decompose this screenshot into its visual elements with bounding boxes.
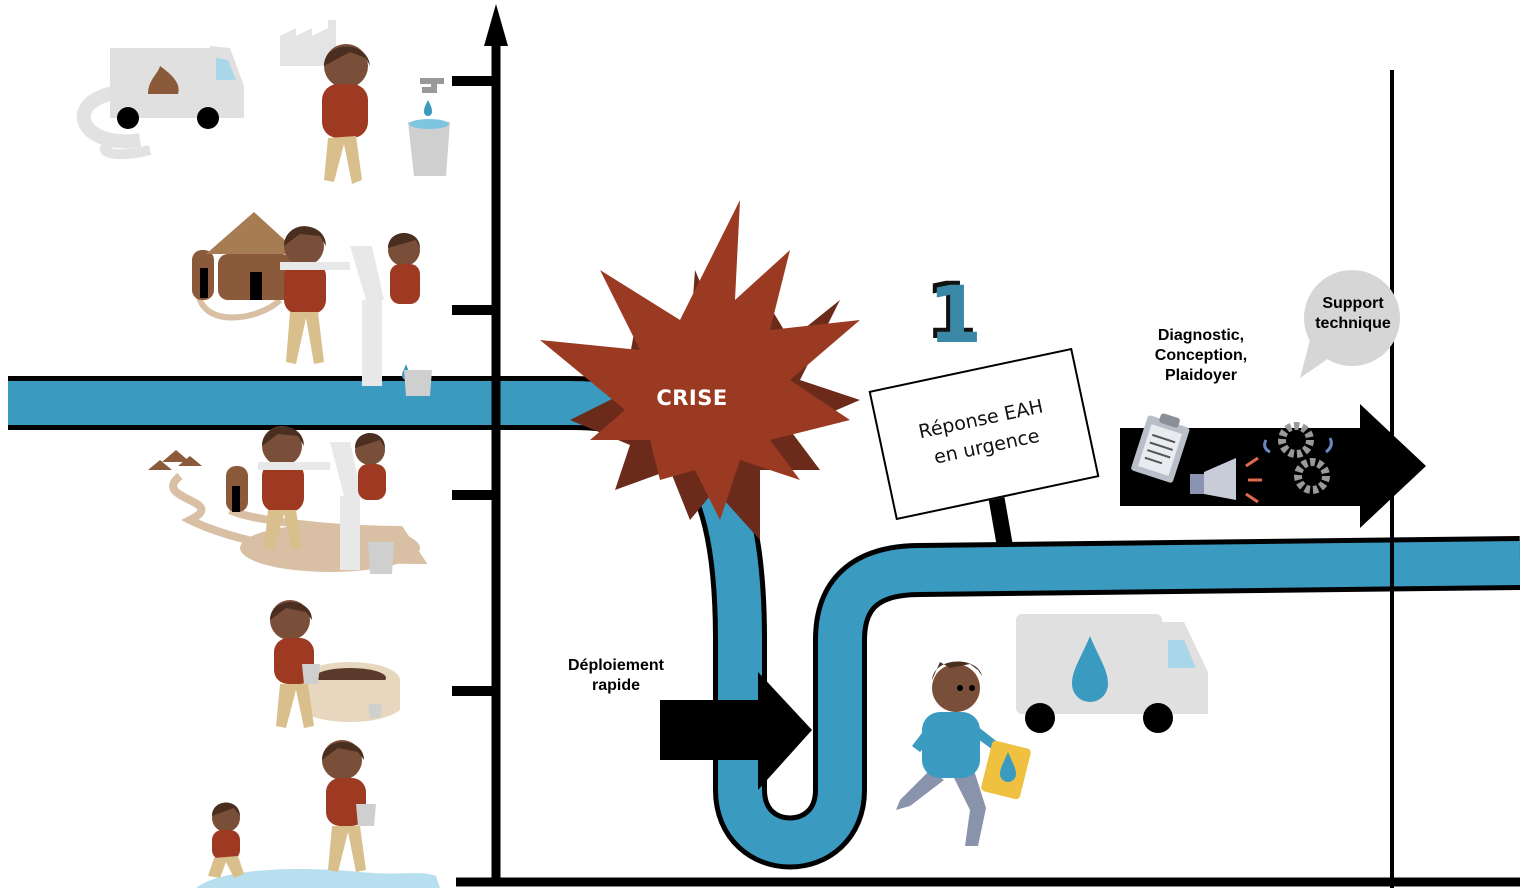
- diagnostic-label: Diagnostic, Conception, Plaidoyer: [1136, 326, 1266, 386]
- surface-water-icon: [196, 740, 440, 888]
- axis-tick: [452, 305, 496, 315]
- deployment-label: Déploiement rapide: [548, 656, 684, 696]
- crise-label: CRISE: [656, 386, 728, 410]
- step-number: 1: [928, 271, 983, 361]
- diagnostic-line-1: Diagnostic,: [1157, 327, 1245, 344]
- axis-tick: [452, 686, 496, 696]
- household-latrine-and-handpump-icon: [192, 212, 432, 396]
- open-well-icon: [270, 600, 400, 728]
- boy-with-jerrycan-icon: [896, 661, 1031, 846]
- crisis-burst-icon: [540, 200, 860, 540]
- sanitation-truck-and-tap-icon: [76, 20, 450, 184]
- deployment-text: Déploiement rapide: [567, 657, 664, 694]
- support-label: Support technique: [1308, 294, 1398, 334]
- response-arrow: [1120, 404, 1426, 528]
- axis-tick: [452, 490, 496, 500]
- water-truck-icon: [1016, 614, 1208, 733]
- support-bubble: [1300, 270, 1400, 378]
- sign-post: [987, 489, 1013, 547]
- gears-icon: [1263, 422, 1333, 494]
- support-line-1: Support: [1322, 295, 1384, 312]
- support-line-2: technique: [1315, 315, 1391, 332]
- deployment-arrow: [660, 672, 812, 790]
- y-axis: [452, 4, 508, 884]
- diagnostic-line-3: Plaidoyer: [1164, 367, 1238, 384]
- axis-tick: [452, 76, 496, 86]
- megaphone-icon: [1190, 456, 1262, 504]
- clipboard-icon: [1131, 413, 1190, 483]
- sign-text: Réponse EAH en urgence: [916, 394, 1051, 474]
- diagnostic-line-2: Conception,: [1154, 347, 1248, 364]
- shared-latrine-and-handpump-icon: [148, 426, 428, 574]
